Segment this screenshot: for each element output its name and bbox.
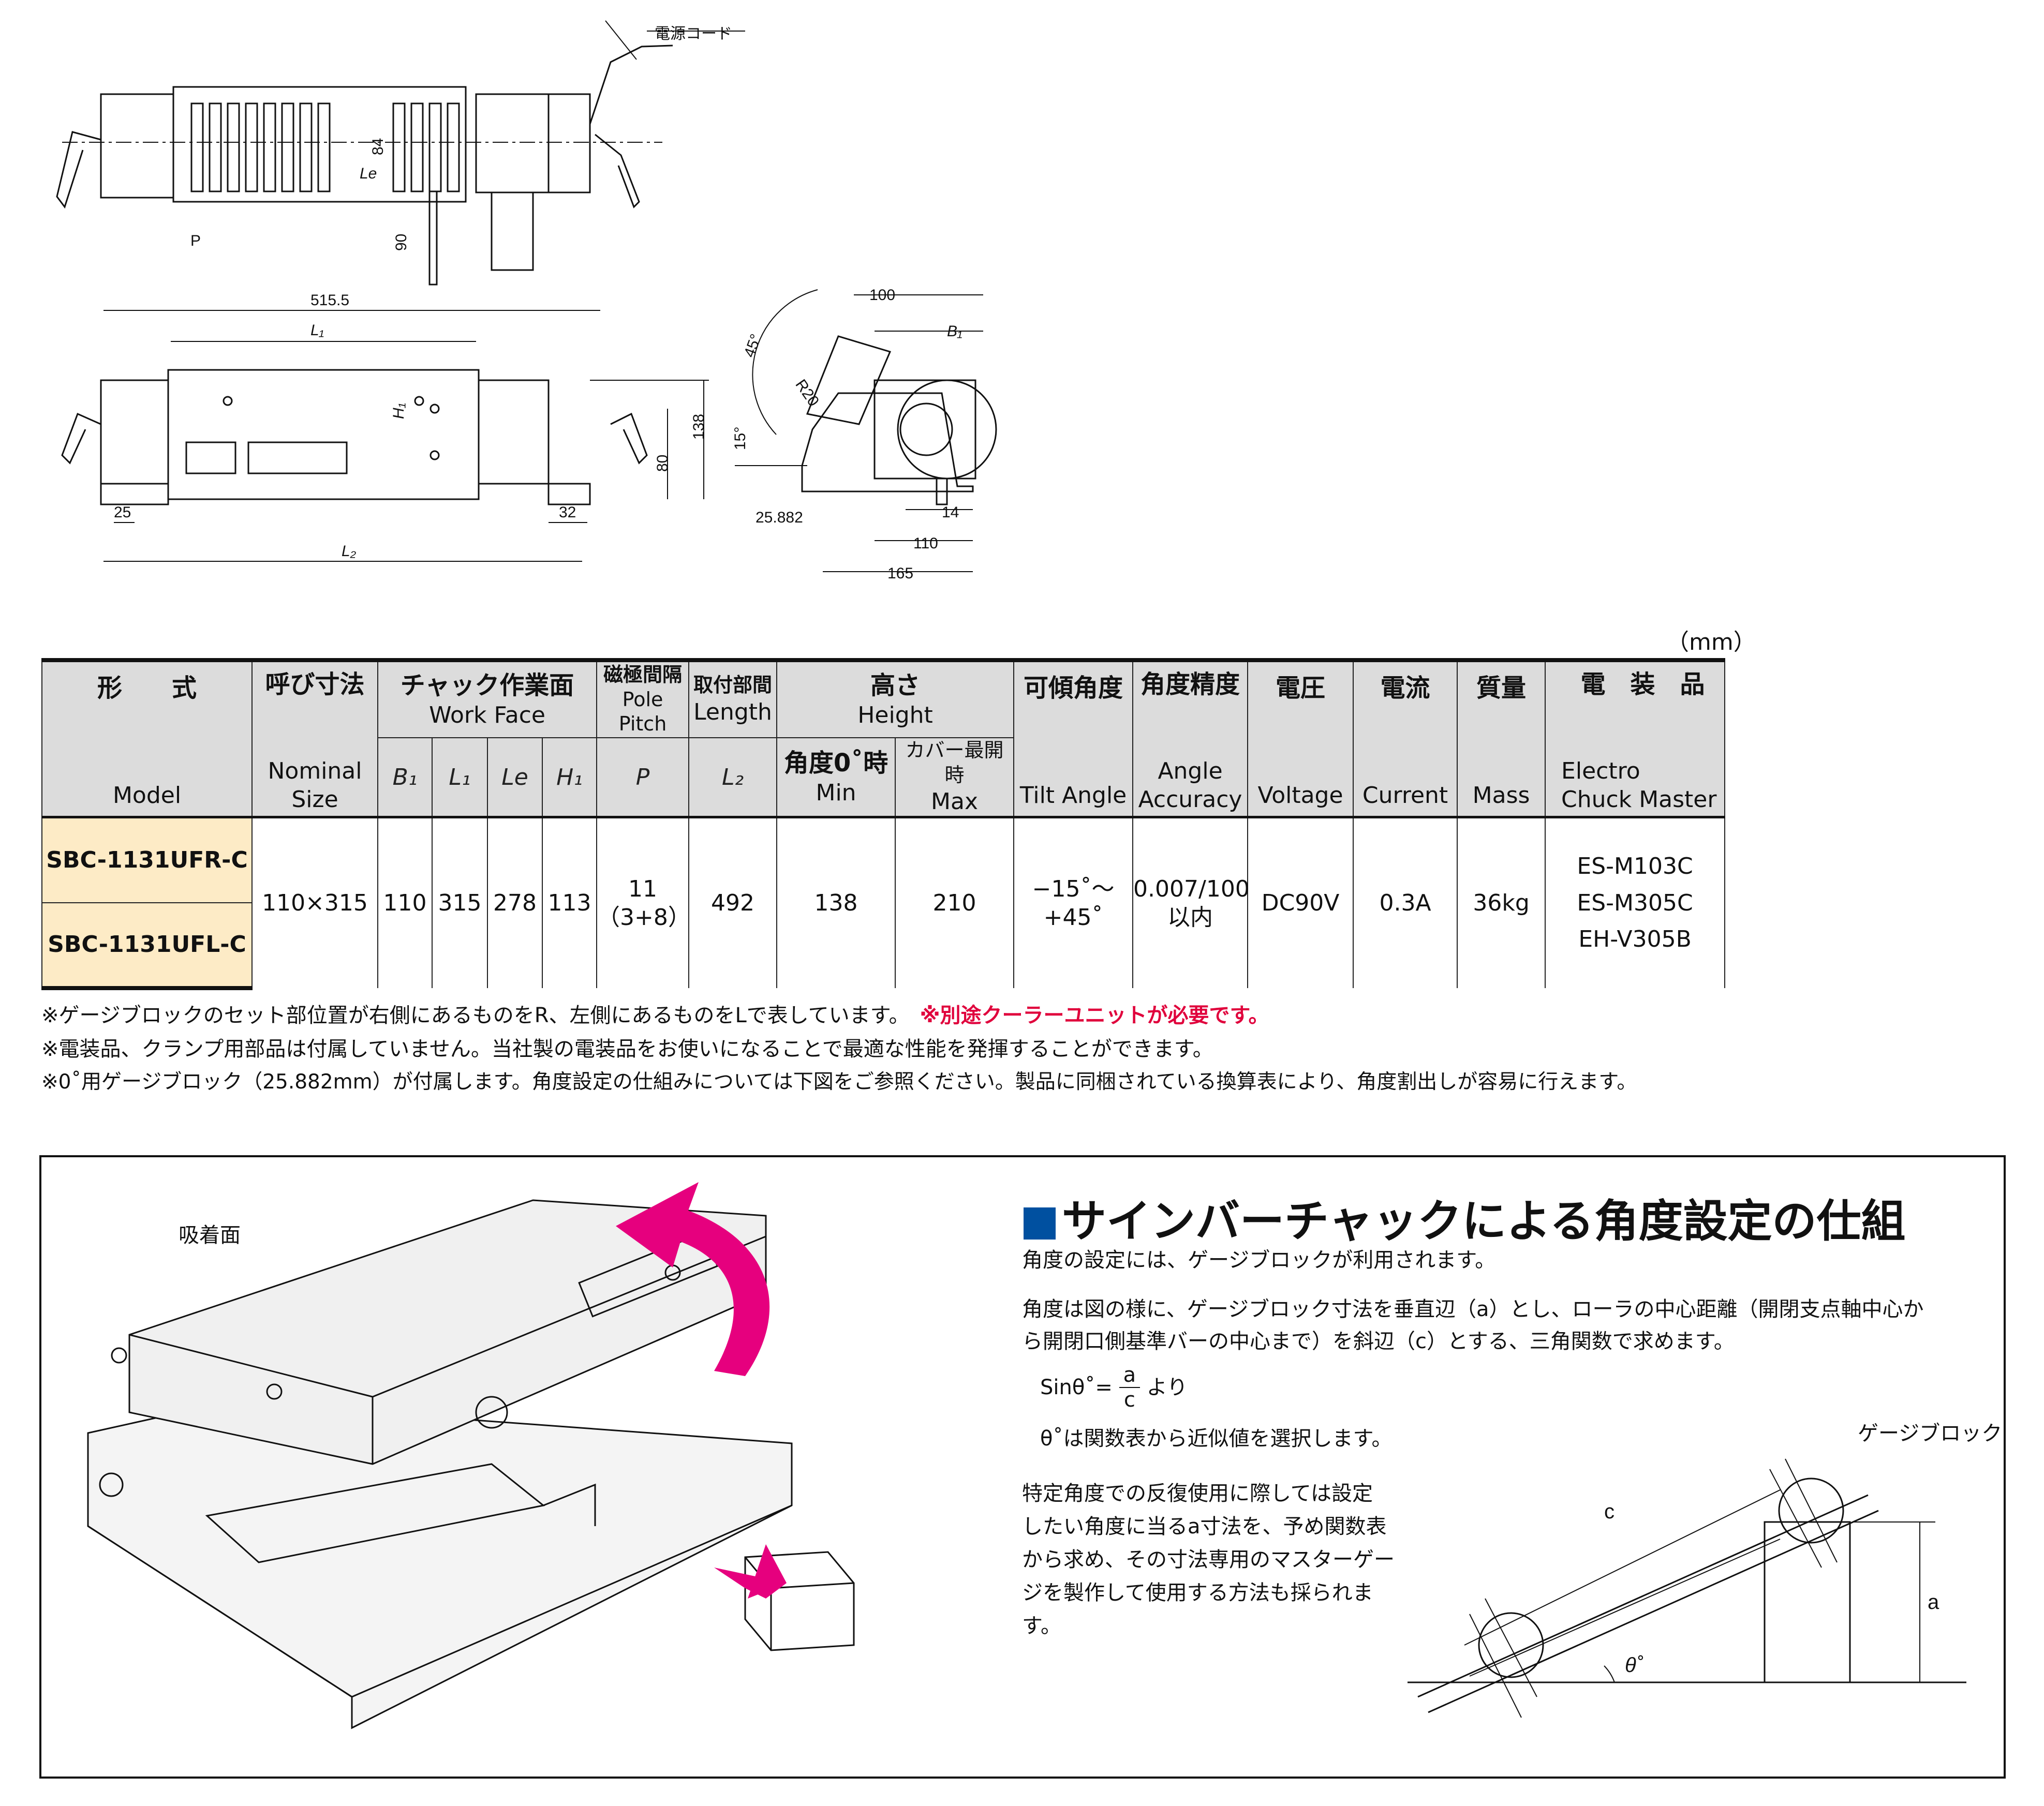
note-1: ※ゲージブロックのセット部位置が右側にあるものをR、左側にあるものをLで表してい…: [41, 1004, 1269, 1027]
label-a: a: [1928, 1591, 1939, 1614]
paragraph-4: 特定角度での反復使用に際しては設定したい角度に当るa寸法を、予め関数表から求め、…: [1022, 1482, 1395, 1638]
section-heading: サインバーチャックによる角度設定の仕組: [1024, 1185, 1906, 1249]
th-model: 形 式 Model: [41, 658, 253, 817]
table-row: SBC-1131UFR-C 110×315 110 315 278 113 11…: [41, 816, 1726, 988]
heading-square-icon: [1024, 1207, 1056, 1240]
note-1-red: ※別途クーラーユニットが必要です。: [920, 1004, 1269, 1027]
technical-drawings: 電源コード 84 Le P 90 515.5 L₁ H₁ 138 80 25 3…: [56, 20, 997, 582]
th-mass: 質量 Mass: [1457, 658, 1546, 817]
svg-text:515.5: 515.5: [310, 292, 349, 309]
svg-text:L₁: L₁: [310, 322, 324, 339]
th-p: P: [596, 737, 690, 817]
label-theta: θ˚: [1625, 1654, 1643, 1677]
th-le: Le: [487, 737, 543, 817]
th-current: 電流 Current: [1353, 658, 1458, 817]
svg-text:P: P: [190, 232, 201, 249]
svg-text:100: 100: [869, 287, 895, 304]
model-r: SBC-1131UFR-C: [41, 816, 253, 903]
cell-max: 210: [895, 816, 1015, 988]
svg-text:Le: Le: [360, 165, 377, 182]
svg-text:165: 165: [887, 565, 913, 582]
formula: Sinθ˚= a c より: [1040, 1363, 1188, 1412]
cell-l1: 315: [432, 816, 488, 988]
svg-text:80: 80: [654, 455, 671, 472]
svg-text:138: 138: [690, 414, 707, 440]
svg-text:L₂: L₂: [342, 543, 357, 560]
cell-tilt: −15˚〜+45˚: [1013, 816, 1134, 988]
svg-text:H₁: H₁: [390, 403, 407, 419]
top-view: [56, 20, 745, 286]
svg-text:B₁: B₁: [947, 323, 962, 340]
svg-text:14: 14: [942, 504, 959, 521]
svg-text:110: 110: [913, 535, 938, 552]
label-c: c: [1604, 1500, 1615, 1523]
svg-text:84: 84: [369, 138, 387, 155]
cell-nominal: 110×315: [251, 816, 378, 988]
paragraph-2: 角度は図の様に、ゲージブロック寸法を垂直辺（a）とし、ローラの中心距離（開閉支点…: [1022, 1297, 1924, 1353]
sine-bar-diagram: c a θ˚: [1408, 1458, 1966, 1718]
note-2: ※電装品、クランプ用部品は付属していません。当社製の電装品をお使いになることで最…: [41, 1037, 1213, 1061]
cell-min: 138: [776, 816, 896, 988]
cell-mass: 36kg: [1457, 816, 1546, 988]
cell-p: 11（3+8）: [596, 816, 691, 988]
cell-l2: 492: [688, 816, 778, 988]
svg-text:32: 32: [559, 504, 576, 521]
th-voltage: 電圧 Voltage: [1247, 658, 1354, 817]
gauge-block-label: ゲージブロック: [1858, 1422, 2003, 1445]
unit-label: （mm）: [1666, 629, 1756, 655]
svg-text:R20: R20: [792, 377, 822, 410]
note-3: ※0˚用ゲージブロック（25.882mm）が付属します。角度設定の仕組みについて…: [41, 1070, 1637, 1094]
th-h1: H₁: [541, 737, 598, 817]
sine-bar-chuck-illustration: [87, 1182, 855, 1729]
side-view: [735, 289, 997, 572]
table-row: SBC-1131UFL-C: [41, 902, 1725, 990]
cell-voltage: DC90V: [1247, 816, 1354, 988]
svg-text:15°: 15°: [732, 427, 749, 450]
cell-le: 278: [487, 816, 543, 988]
info-box: [39, 1155, 2006, 1779]
cell-current: 0.3A: [1353, 816, 1458, 988]
suction-surface-label: 吸着面: [179, 1223, 241, 1247]
model-l: SBC-1131UFL-C: [41, 902, 253, 990]
svg-text:25: 25: [114, 504, 131, 521]
cell-b1: 110: [377, 816, 433, 988]
paragraph-3: θ˚は関数表から近似値を選択します。: [1040, 1427, 1393, 1451]
cell-h1: 113: [541, 816, 598, 988]
th-tilt: 可傾角度 Tilt Angle: [1013, 658, 1134, 817]
paragraph-1: 角度の設定には、ゲージブロックが利用されます。: [1022, 1248, 1496, 1272]
th-l1: L₁: [432, 737, 488, 817]
svg-text:90: 90: [393, 234, 410, 251]
front-view: [61, 310, 709, 562]
power-cord-label: 電源コード: [655, 25, 732, 42]
svg-text:25.882: 25.882: [756, 509, 803, 526]
th-l2: L₂: [688, 737, 778, 817]
th-b1: B₁: [377, 737, 433, 817]
